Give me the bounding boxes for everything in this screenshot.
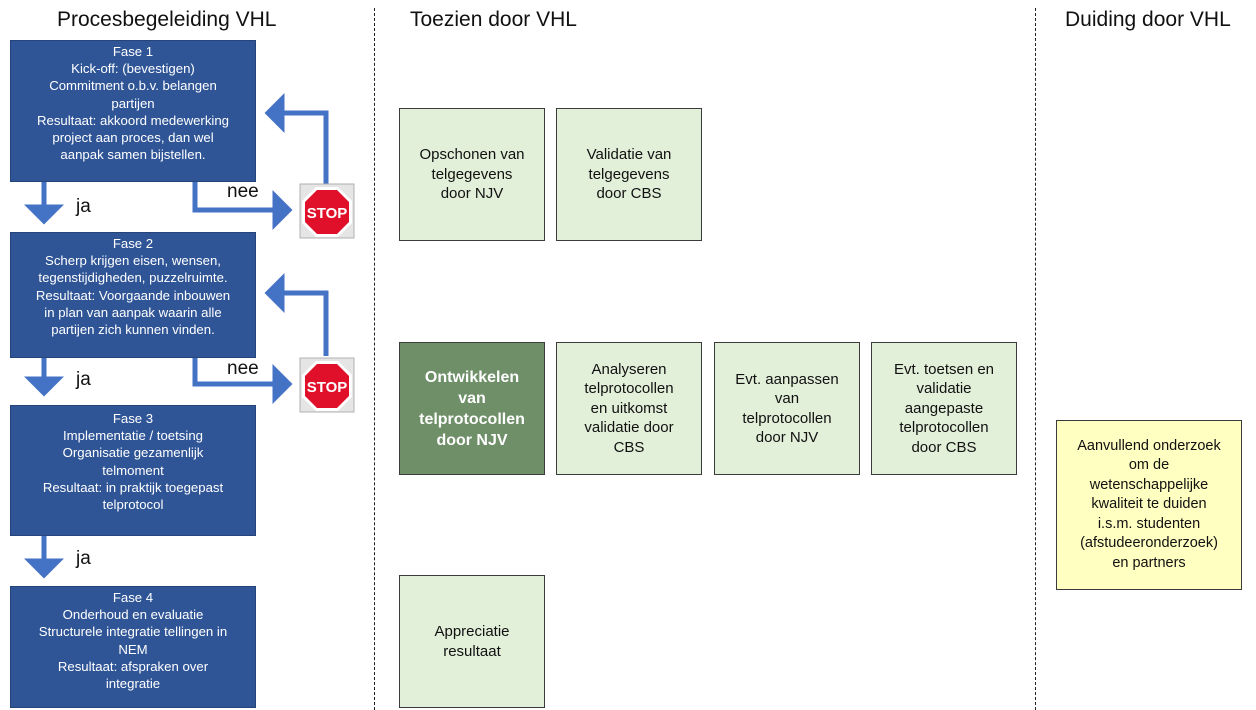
phase-box-fase-3: Fase 3 Implementatie / toetsing Organisa… xyxy=(10,405,256,536)
box-line: Aanvullend onderzoek xyxy=(1077,437,1221,454)
phase-1-line: Commitment o.b.v. belangen xyxy=(49,78,217,94)
stop-sign-1-icon: STOP xyxy=(299,183,355,239)
box-validatie-telgegevens: Validatie van telgegevens door CBS xyxy=(556,108,702,241)
arrow-return-stop1-fase1 xyxy=(264,93,329,184)
phase-2-line: tegenstijdigheden, puzzelruimte. xyxy=(38,270,228,286)
box-line: en uitkomst xyxy=(590,399,668,417)
box-line: Opschonen van xyxy=(419,146,525,164)
label-ja-2: ja xyxy=(76,369,91,390)
phase-2-line: Resultaat: Voorgaande inbouwen xyxy=(35,287,231,303)
box-line: van xyxy=(774,390,800,407)
column-divider-left xyxy=(374,8,375,710)
phase-2-line: partijen zich kunnen vinden. xyxy=(51,322,215,338)
box-line: Validatie van xyxy=(586,146,672,164)
box-appreciatie-resultaat: Appreciatie resultaat xyxy=(399,575,545,708)
phase-box-fase-1: Fase 1 Kick-off: (bevestigen) Commitment… xyxy=(10,40,256,182)
box-line: Ontwikkelen xyxy=(424,368,520,386)
phase-2-line: Scherp krijgen eisen, wensen, xyxy=(45,253,221,269)
stop-sign-1-label: STOP xyxy=(307,205,348,222)
box-line: validatie xyxy=(916,380,972,398)
box-analyseren-telprotocollen: Analyseren telprotocollen en uitkomst va… xyxy=(556,342,702,475)
phase-2-line: in plan van aanpak waarin alle xyxy=(44,304,222,320)
phase-box-fase-2: Fase 2 Scherp krijgen eisen, wensen, teg… xyxy=(10,232,256,358)
label-nee-2: nee xyxy=(227,358,259,379)
box-line: om de xyxy=(1128,457,1170,474)
box-line: validatie door xyxy=(584,419,674,437)
phase-3-line: telmoment xyxy=(102,462,164,478)
box-line: resultaat xyxy=(443,642,501,660)
phase-1-line: aanpak samen bijstellen. xyxy=(60,147,206,163)
phase-4-line: Structurele integratie tellingen in xyxy=(38,624,228,640)
phase-4-line: Resultaat: afspraken over xyxy=(57,658,209,674)
phase-3-line: Implementatie / toetsing xyxy=(62,428,203,444)
phase-2-line: Fase 2 xyxy=(112,236,154,251)
box-line: telprotocollen xyxy=(899,419,989,437)
box-line: door CBS xyxy=(596,185,662,203)
arrow-return-stop2-fase2 xyxy=(264,273,329,356)
box-toetsen-validatie: Evt. toetsen en validatie aangepaste tel… xyxy=(871,342,1017,475)
phase-4-line: Onderhoud en evaluatie xyxy=(62,607,204,623)
box-line: Appreciatie xyxy=(434,623,510,640)
phase-4-line: NEM xyxy=(118,641,148,657)
arrow-nee-fase1-stop xyxy=(192,181,293,230)
box-line: door CBS xyxy=(911,438,977,456)
box-ontwikkelen-telprotocollen: Ontwikkelen van telprotocollen door NJV xyxy=(399,342,545,475)
arrow-nee-fase2-stop xyxy=(192,358,293,404)
box-line: Evt. toetsen en xyxy=(893,360,995,378)
box-line: kwaliteit te duiden xyxy=(1091,496,1207,513)
column-divider-right xyxy=(1035,8,1036,710)
box-line: wetenschappelijke xyxy=(1089,476,1209,493)
box-line: telgegevens xyxy=(431,165,513,183)
column-title-toezien: Toezien door VHL xyxy=(410,8,577,31)
phase-1-line: Fase 1 xyxy=(112,44,154,59)
stop-sign-2-label: STOP xyxy=(307,379,348,396)
phase-1-line: partijen xyxy=(111,95,155,111)
phase-1-line: project aan proces, dan wel xyxy=(52,130,214,146)
column-title-duiding: Duiding door VHL xyxy=(1065,8,1231,31)
stop-sign-2-icon: STOP xyxy=(299,357,355,413)
label-ja-3: ja xyxy=(76,548,91,569)
box-line: door NJV xyxy=(436,431,508,449)
box-line: (afstudeeronderzoek) xyxy=(1080,535,1218,552)
phase-1-line: Kick-off: (bevestigen) xyxy=(71,61,195,77)
box-line: i.s.m. studenten xyxy=(1097,515,1201,532)
box-line: door NJV xyxy=(440,185,504,203)
phase-3-line: Fase 3 xyxy=(112,411,154,426)
box-line: telgegevens xyxy=(588,165,670,183)
box-line: telprotocollen xyxy=(742,409,832,427)
phase-3-line: Resultaat: in praktijk toegepast xyxy=(42,479,224,495)
label-nee-1: nee xyxy=(227,181,259,202)
box-aanpassen-telprotocollen: Evt. aanpassen van telprotocollen door N… xyxy=(714,342,860,475)
column-title-procesbegeleiding: Procesbegeleiding VHL xyxy=(57,8,277,31)
phase-3-line: telprotocol xyxy=(102,497,164,513)
box-line: CBS xyxy=(613,438,645,456)
phase-4-line: integratie xyxy=(105,676,161,692)
box-aanvullend-onderzoek: Aanvullend onderzoek om de wetenschappel… xyxy=(1056,420,1242,590)
box-line: Evt. aanpassen xyxy=(735,370,839,388)
box-line: van xyxy=(458,389,486,407)
box-line: door NJV xyxy=(755,429,819,446)
phase-1-line: Resultaat: akkoord medewerking xyxy=(36,112,230,128)
box-line: telprotocollen xyxy=(419,410,525,428)
label-ja-1: ja xyxy=(76,196,91,217)
box-line: telprotocollen xyxy=(584,380,674,398)
box-line: aangepaste xyxy=(904,399,984,417)
phase-3-line: Organisatie gezamenlijk xyxy=(62,445,204,461)
box-line: Analyseren xyxy=(591,360,667,378)
box-line: en partners xyxy=(1112,554,1186,571)
phase-4-line: Fase 4 xyxy=(112,590,154,605)
phase-box-fase-4: Fase 4 Onderhoud en evaluatie Structurel… xyxy=(10,586,256,708)
box-opschonen-telgegevens: Opschonen van telgegevens door NJV xyxy=(399,108,545,241)
